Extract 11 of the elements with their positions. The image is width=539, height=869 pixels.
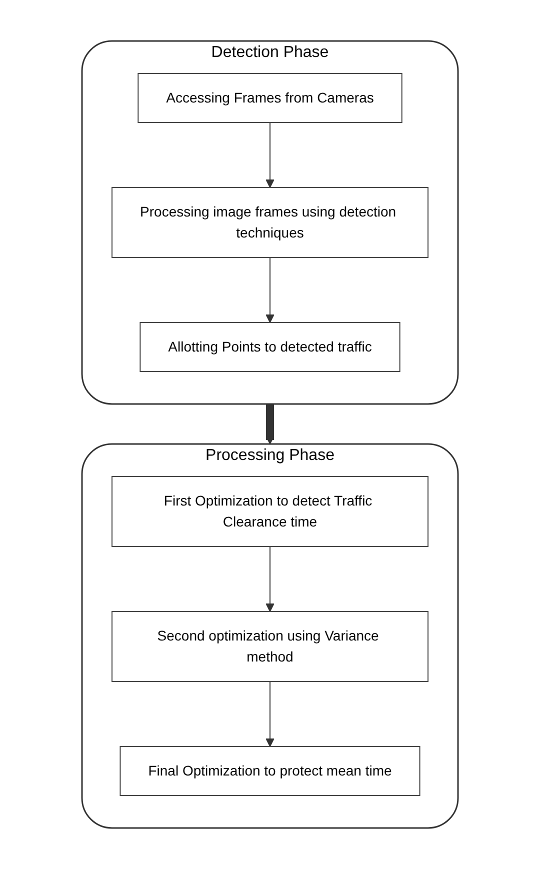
arrow xyxy=(265,546,274,612)
arrow xyxy=(265,403,274,444)
node-box: Allotting Points to detected traffic xyxy=(139,322,400,372)
node-box: Second optimization using Variance method xyxy=(111,611,428,682)
arrow xyxy=(265,257,274,323)
node-box: First Optimization to detect Traffic Clearance time xyxy=(111,476,428,547)
node-box: Accessing Frames from Cameras xyxy=(137,73,402,123)
arrow xyxy=(265,122,274,188)
arrow xyxy=(265,681,274,747)
node-box: Processing image frames using detection techniques xyxy=(111,187,428,258)
node-box: Final Optimization to protect mean time xyxy=(119,746,420,796)
